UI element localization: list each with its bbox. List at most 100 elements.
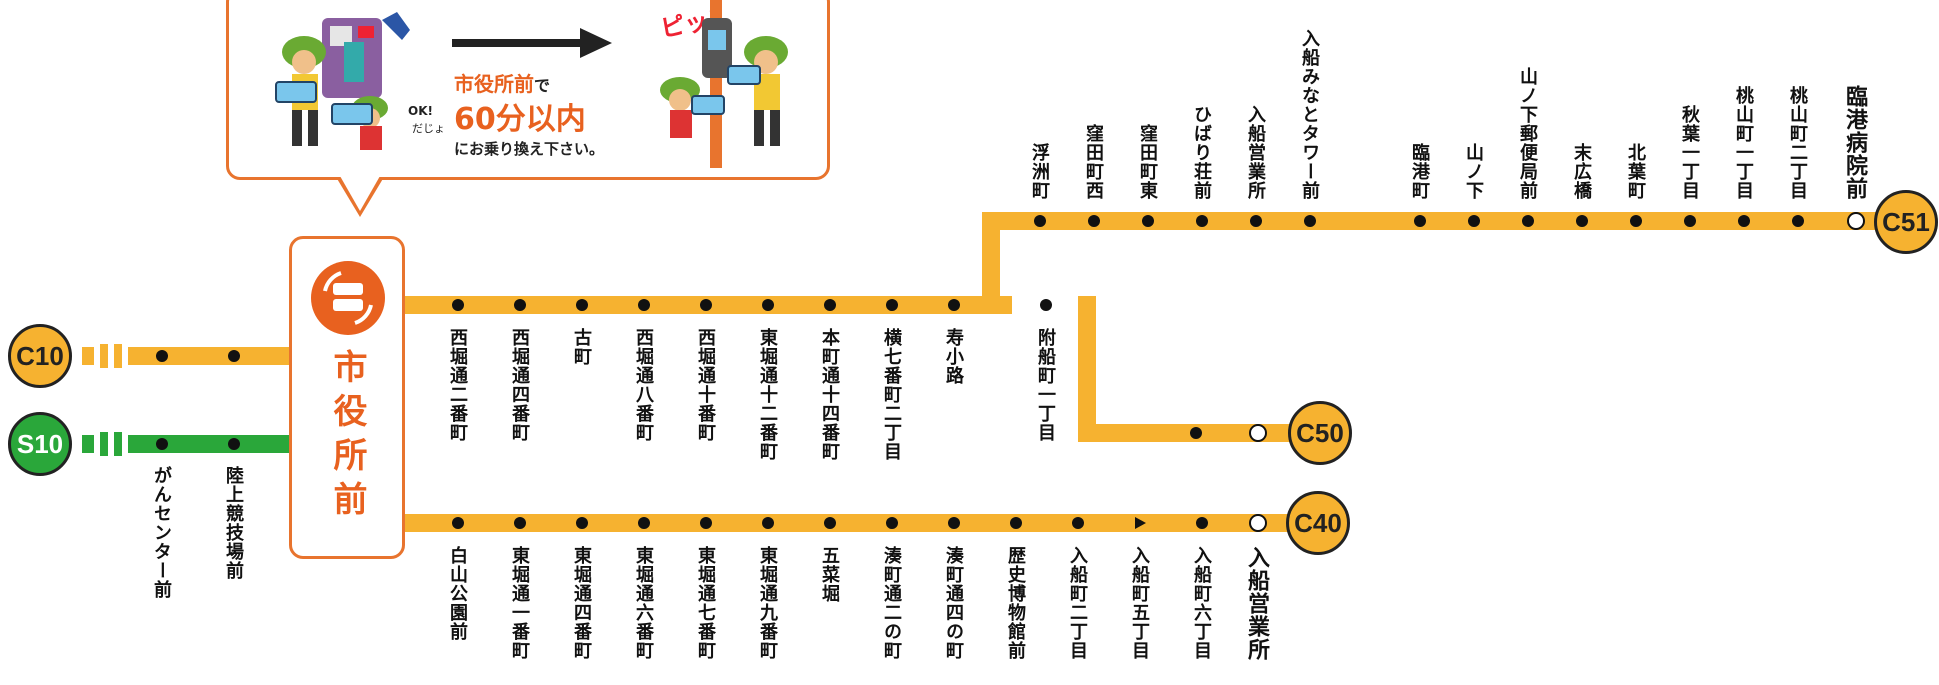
hub-station-name: 市役所前 [327,349,367,525]
transfer-instruction: にお乗り換え下さい。 [454,140,605,158]
main-stop-dot [762,299,774,311]
stop-label-c51[interactable]: 臨港町 [1409,143,1430,200]
stop-label-c51[interactable]: 窪田町西 [1083,124,1104,200]
stop-label-main[interactable]: 横七番町二丁目 [881,328,902,461]
main-stop-dot [638,299,650,311]
stop-label-c51[interactable]: 山ノ下郵便局前 [1517,67,1538,200]
c10-stop-dot [228,350,240,362]
stop-label-c40[interactable]: 白山公園前 [447,546,468,641]
stop-label-c51[interactable]: 窪田町東 [1137,124,1158,200]
c40-stop-dot [1072,517,1084,529]
main-stop-dot [576,299,588,311]
route-badge-c10[interactable]: C10 [8,324,72,388]
stop-label-c51[interactable]: 山ノ下 [1463,143,1484,200]
c40-stop-dot [1135,517,1146,529]
stop-label-c51[interactable]: 北葉町 [1625,143,1646,200]
c51-terminal-dot [1847,212,1865,230]
stop-label-main[interactable]: 西堀通八番町 [633,328,654,442]
c40-stop-dot [948,517,960,529]
route-badge-c51[interactable]: C51 [1874,190,1938,254]
main-stop-dot [886,299,898,311]
c40-stop-dot [576,517,588,529]
route-badge-s10[interactable]: S10 [8,412,72,476]
c51-stop-dot [1414,215,1426,227]
route-badge-c50[interactable]: C50 [1288,401,1352,465]
bus-transfer-icon [311,261,385,335]
stop-label-main[interactable]: 西堀通二番町 [447,328,468,442]
c51-stop-dot [1034,215,1046,227]
c40-stop-dot [452,517,464,529]
c10-stop-dot [156,350,168,362]
main-stop-dot [452,299,464,311]
stop-label-c51[interactable]: 入船みなとタワー前 [1299,29,1320,200]
stop-label-c40[interactable]: 湊町通四の町 [943,546,964,660]
stop-label-c40[interactable]: 東堀通七番町 [695,546,716,660]
stop-label-main[interactable]: 西堀通四番町 [509,328,530,442]
s10-stop-dot [156,438,168,450]
stop-label-main[interactable]: 西堀通十番町 [695,328,716,442]
stop-label-main[interactable]: 寿小路 [943,328,964,385]
s10-stop-dot [228,438,240,450]
stop-label-c51-terminal[interactable]: 臨港病院前 [1842,85,1867,200]
c51-stop-dot [1522,215,1534,227]
c50-riser [1078,296,1096,442]
stop-label-c51[interactable]: 末広橋 [1571,143,1592,200]
main-stop-dot [824,299,836,311]
c50-terminal-dot [1249,424,1267,442]
stop-label-c40[interactable]: 歴史博物館前 [1005,546,1026,660]
c50-line [1078,424,1298,442]
c51-stop-dot [1576,215,1588,227]
c51-stop-dot [1196,215,1208,227]
c51-stop-dot [1250,215,1262,227]
stop-label-main[interactable]: 東堀通十二番町 [757,328,778,461]
stop-label-c40[interactable]: 東堀通六番町 [633,546,654,660]
c40-terminal-dot [1249,514,1267,532]
c40-stop-dot [638,517,650,529]
transfer-stop-name: 市役所前で [454,72,551,96]
c40-stop-dot [1196,517,1208,529]
stop-label-c40[interactable]: 湊町通二の町 [881,546,902,660]
hub-station-box[interactable]: 市役所前 [289,236,405,559]
stop-label-c40[interactable]: 五菜堀 [819,546,840,603]
stop-label-c40[interactable]: 東堀通一番町 [509,546,530,660]
stop-label-c51[interactable]: 入船営業所 [1245,105,1266,200]
stop-label-c51[interactable]: 秋葉一丁目 [1679,105,1700,200]
c40-stop-dot [514,517,526,529]
c40-stop-dot [824,517,836,529]
c51-line [982,212,1882,230]
route-badge-c40[interactable]: C40 [1286,491,1350,555]
stop-label-c40[interactable]: 入船町五丁目 [1129,546,1150,660]
arrow-right-icon [452,28,612,58]
stop-label-west[interactable]: 陸上競技場前 [223,466,244,580]
main-stop-dot [700,299,712,311]
c51-stop-dot [1738,215,1750,227]
stop-label-c40-terminal[interactable]: 入船営業所 [1244,546,1269,661]
stop-label-c40[interactable]: 入船町二丁目 [1067,546,1088,660]
stop-label-main[interactable]: 本町通十四番町 [819,328,840,461]
stop-label-c51[interactable]: 桃山町二丁目 [1787,86,1808,200]
c40-stop-dot [886,517,898,529]
c51-stop-dot [1792,215,1804,227]
c40-line [402,514,1292,532]
dajo-text: だじょ [412,122,445,135]
character-card-reader-illustration [660,0,788,168]
stop-label-main[interactable]: 古町 [571,328,592,366]
c51-stop-dot [1088,215,1100,227]
stop-label-west[interactable]: がんセンター前 [151,466,172,599]
character-fare-machine-illustration [275,12,410,150]
stop-label-c40[interactable]: 東堀通四番町 [571,546,592,660]
s10-line-stub [82,435,294,453]
stop-label-c51[interactable]: ひばり荘前 [1191,105,1212,200]
stop-label-c50[interactable]: 附船町一丁目 [1035,328,1056,442]
stop-label-c51[interactable]: 浮洲町 [1029,143,1050,200]
c51-stop-dot [1142,215,1154,227]
c40-stop-dot [1010,517,1022,529]
main-stop-dot [948,299,960,311]
stop-label-c40[interactable]: 東堀通九番町 [757,546,778,660]
c51-stop-dot [1304,215,1316,227]
stop-label-c40[interactable]: 入船町六丁目 [1191,546,1212,660]
stop-label-c51[interactable]: 桃山町一丁目 [1733,86,1754,200]
transfer-time-limit: 60分以内 [454,102,586,137]
main-stop-dot [514,299,526,311]
